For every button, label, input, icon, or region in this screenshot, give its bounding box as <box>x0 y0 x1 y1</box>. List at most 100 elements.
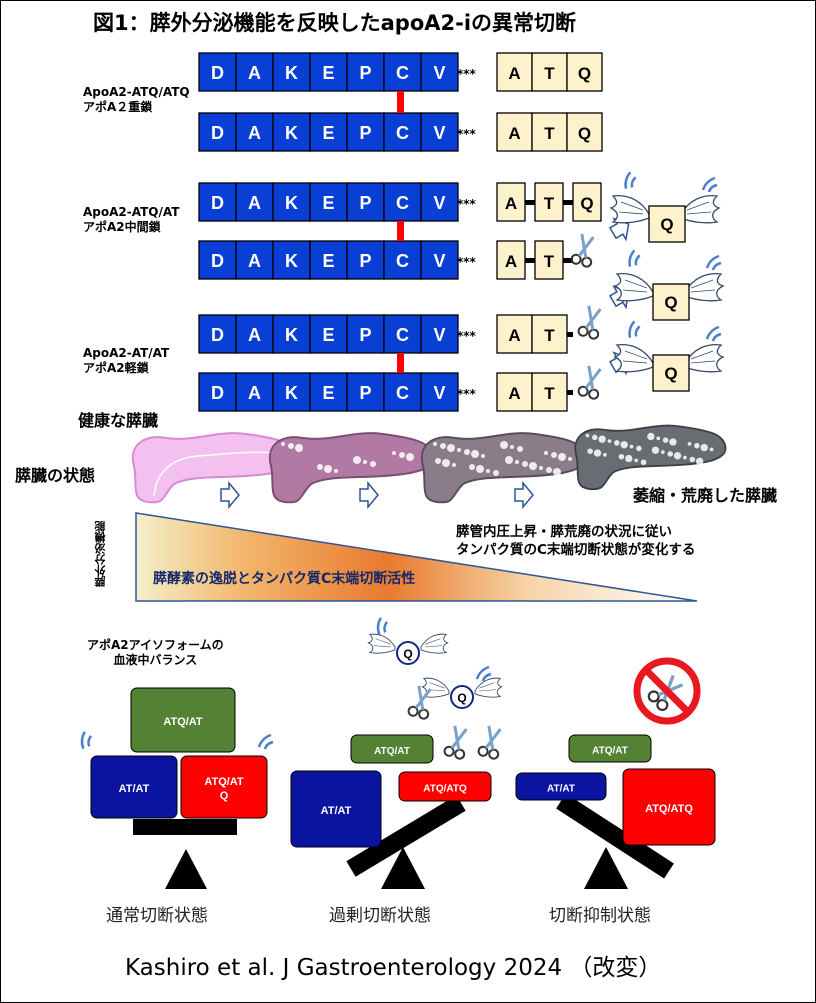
isoform-block-box <box>180 755 268 819</box>
lesion-dot <box>558 453 566 461</box>
residue-box <box>272 314 311 354</box>
residue-box <box>346 52 385 92</box>
peptide-bond <box>525 200 535 205</box>
residue-letter: D <box>211 325 224 345</box>
cleaved-residue-box <box>648 205 686 243</box>
no-cutting-icon <box>633 657 701 725</box>
wing-icon <box>684 272 724 302</box>
citation: Kashiro et al. J Gastroenterology 2024 （… <box>125 955 662 981</box>
disulfide-bond <box>397 221 404 241</box>
pancreas-body <box>420 432 587 504</box>
lesion-dot <box>464 449 470 455</box>
motion-icon <box>618 170 641 192</box>
lesion-dot <box>593 449 602 457</box>
scissors-icon <box>442 723 473 762</box>
residue-letter: P <box>359 193 371 213</box>
cleaved-residue-box <box>652 283 690 321</box>
residue-letter: V <box>433 383 445 403</box>
residue-letter: V <box>433 251 445 271</box>
tail-residue-letter: T <box>544 124 555 143</box>
residue-box <box>420 182 459 222</box>
label-heavy-en: ApoA2-ATQ/ATQ <box>83 85 190 99</box>
residue-letter: V <box>433 63 445 83</box>
lesion-dot <box>587 448 593 454</box>
residue-box <box>309 112 348 152</box>
cleaved-residue-letter: Q <box>403 647 412 661</box>
lesion-dot <box>661 450 665 454</box>
lesion-dot <box>709 447 714 452</box>
lesion-dot <box>522 461 528 467</box>
pancreas-2 <box>268 432 435 504</box>
tail-residue-box <box>496 314 533 354</box>
lesion-dot <box>510 445 514 449</box>
balance-heading-line2: 血液中バランス <box>113 653 198 667</box>
flying-q-3: Q <box>614 319 724 392</box>
cleaved-residue-letter: Q <box>664 364 677 383</box>
tail-residue-box <box>531 52 568 92</box>
residue-box <box>198 52 237 92</box>
lesion-dot <box>363 460 367 464</box>
residue-letter: D <box>211 63 224 83</box>
wing-icon <box>420 633 449 654</box>
tail-residue-letter: A <box>508 124 520 143</box>
tail-residue-letter: T <box>544 384 555 403</box>
ramp-label: 膵酵素の逸脱とタンパク質C末端切断活性 <box>153 571 416 587</box>
beam <box>556 793 674 879</box>
scissors-icon <box>406 683 437 722</box>
lesion-dot <box>505 456 513 464</box>
lesion-dot <box>669 438 677 446</box>
isoform-block-text: ATQ/AT <box>592 746 628 757</box>
residue-letter: C <box>396 383 409 403</box>
wing-icon <box>614 343 654 373</box>
residue-box <box>235 372 274 412</box>
lesion-dot <box>620 441 628 449</box>
residue-box <box>383 112 422 152</box>
lesion-dot <box>442 459 450 467</box>
isoform-block: ATQ/AT <box>350 734 434 764</box>
isoform-block-text: ATQ/AT <box>204 776 244 788</box>
residue-letter: C <box>396 325 409 345</box>
ellipsis-stars: *** <box>457 197 477 211</box>
lesion-dot <box>625 454 633 463</box>
wing-icon <box>684 343 724 373</box>
tail-residue-letter: A <box>508 384 520 403</box>
tail-residue-box <box>534 182 564 222</box>
pancreas-shape <box>268 432 435 504</box>
residue-letter: E <box>322 193 334 213</box>
fulcrum <box>165 849 207 889</box>
residue-letter: K <box>285 251 298 271</box>
isoform-block-box <box>515 772 607 801</box>
label-intermediate-en: ApoA2-ATQ/AT <box>83 205 180 219</box>
tail-residue-box <box>531 314 568 354</box>
lesion-dot <box>440 443 446 449</box>
residue-letter: A <box>248 251 261 271</box>
pancreas-body <box>574 424 727 491</box>
tail-residue-letter: T <box>544 252 555 271</box>
residue-box <box>420 314 459 354</box>
pancreas-shape <box>420 432 587 504</box>
tail-residue-box <box>531 372 568 412</box>
lesion-dot <box>598 435 606 443</box>
isoform-block-box <box>290 770 382 848</box>
wing-icon <box>680 194 720 224</box>
residue-letter: E <box>322 325 334 345</box>
residue-letter: A <box>248 325 261 345</box>
cleaved-residue-letter: Q <box>664 293 677 312</box>
residue-letter: A <box>248 383 261 403</box>
lesion-dot <box>647 432 655 441</box>
peptide-bond <box>563 200 573 205</box>
residue-letter: E <box>322 63 334 83</box>
isoform-block-box <box>622 768 716 846</box>
ellipsis-stars: *** <box>457 127 477 141</box>
tail-residue-letter: Q <box>578 64 591 83</box>
lesion-dot <box>281 442 285 446</box>
residue-letter: D <box>211 251 224 271</box>
lesion-dot <box>683 455 687 460</box>
residue-box <box>198 372 237 412</box>
isoform-block: AT/AT <box>515 772 607 801</box>
residue-letter: E <box>322 123 334 143</box>
label-heavy-chain: ApoA2-ATQ/ATQ アポA２重鎖 <box>83 85 190 115</box>
